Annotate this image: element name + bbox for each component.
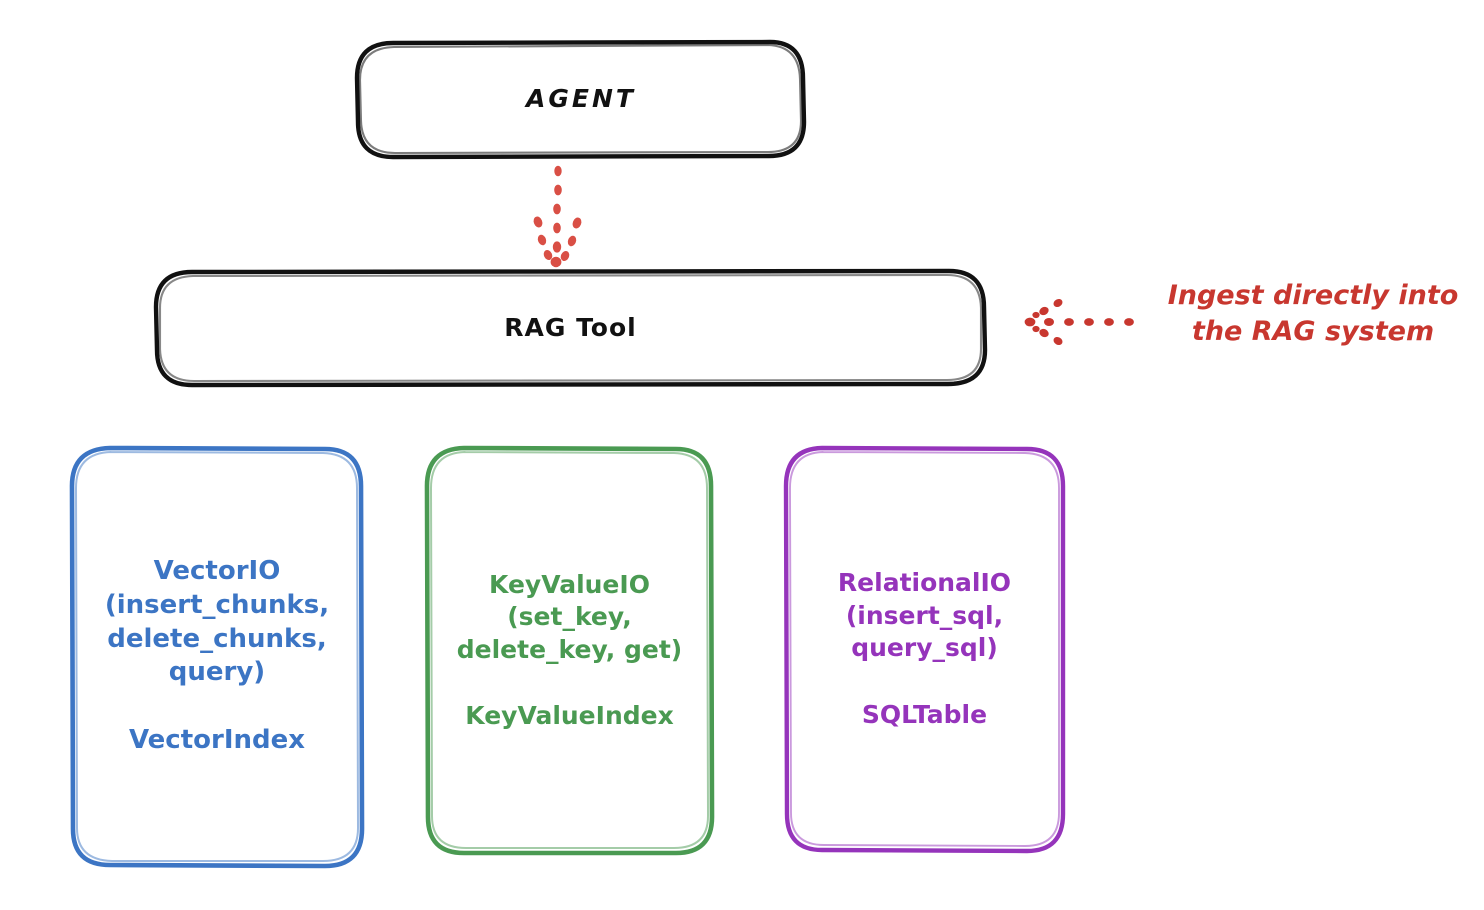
relational-io-index-label: SQLTable bbox=[861, 699, 988, 729]
vector-io-index-label: VectorIndex bbox=[128, 725, 306, 756]
vector-io-node[interactable]: VectorIO (insert_chunks, delete_chunks, … bbox=[72, 447, 362, 866]
ingest-to-rag-tool-arrow bbox=[1024, 298, 1134, 346]
ingest-annotation-text: Ingest directly into the RAG system bbox=[1167, 280, 1459, 347]
agent-node[interactable]: AGENT bbox=[357, 41, 805, 157]
key-value-io-api-label: KeyValueIO (set_key, delete_key, get) bbox=[456, 569, 683, 664]
agent-to-rag-tool-arrow bbox=[533, 165, 582, 268]
key-value-io-node[interactable]: KeyValueIO (set_key, delete_key, get) Ke… bbox=[427, 447, 712, 854]
key-value-io-index-label: KeyValueIndex bbox=[465, 701, 674, 730]
rag-tool-label: RAG Tool bbox=[504, 312, 637, 342]
relational-io-api-label: RelationalIO (insert_sql, query_sql) bbox=[837, 568, 1012, 662]
agent-label: AGENT bbox=[526, 83, 636, 113]
relational-io-node[interactable]: RelationalIO (insert_sql, query_sql) SQL… bbox=[786, 447, 1063, 851]
rag-tool-node[interactable]: RAG Tool bbox=[156, 271, 985, 385]
vector-io-api-label: VectorIO (insert_chunks, delete_chunks, … bbox=[104, 556, 330, 688]
